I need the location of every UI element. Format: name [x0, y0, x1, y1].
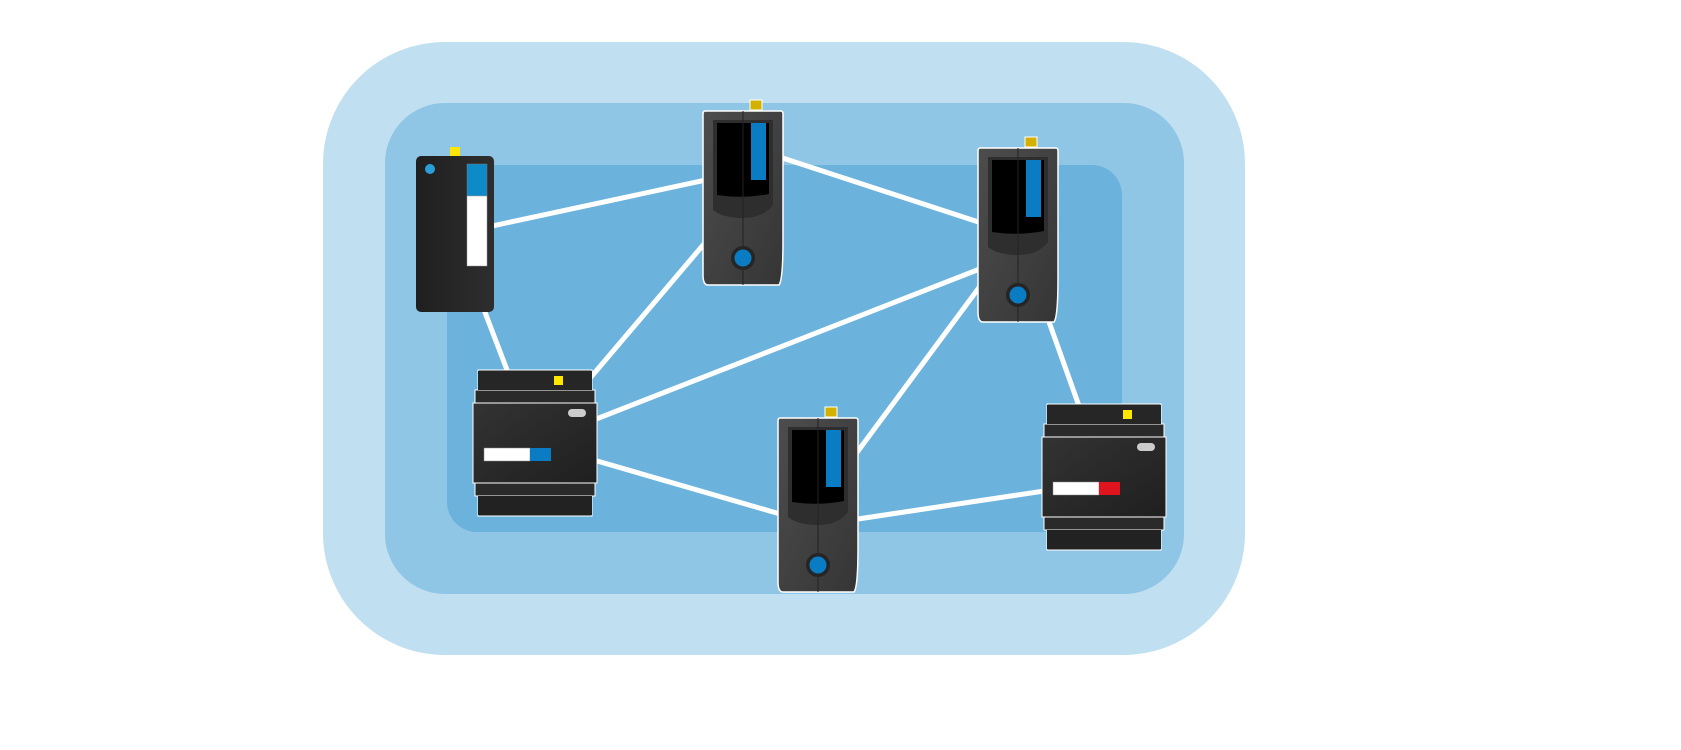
device-din-red[interactable]: [1041, 403, 1167, 551]
button-icon[interactable]: [734, 249, 752, 267]
inner-zone: [447, 165, 1122, 532]
status-indicator: [1123, 410, 1132, 419]
status-indicator: [824, 406, 838, 418]
device-din-blue[interactable]: [472, 369, 598, 517]
status-indicator: [1024, 136, 1038, 148]
status-indicator: [554, 376, 563, 385]
device-handheld-3[interactable]: [777, 406, 859, 593]
device-handheld-1[interactable]: [702, 99, 784, 286]
link-a-b: [454, 169, 744, 237]
device-handheld-2[interactable]: [977, 136, 1059, 323]
led-icon: [425, 164, 435, 174]
link-b-c: [742, 142, 1019, 238]
device-gateway[interactable]: [416, 147, 494, 312]
switch-icon[interactable]: [568, 409, 586, 417]
button-icon[interactable]: [809, 556, 827, 574]
status-indicator: [450, 147, 460, 156]
switch-icon[interactable]: [1137, 443, 1155, 451]
link-d-c: [534, 251, 1019, 446]
button-icon[interactable]: [1009, 286, 1027, 304]
status-indicator: [749, 99, 763, 111]
